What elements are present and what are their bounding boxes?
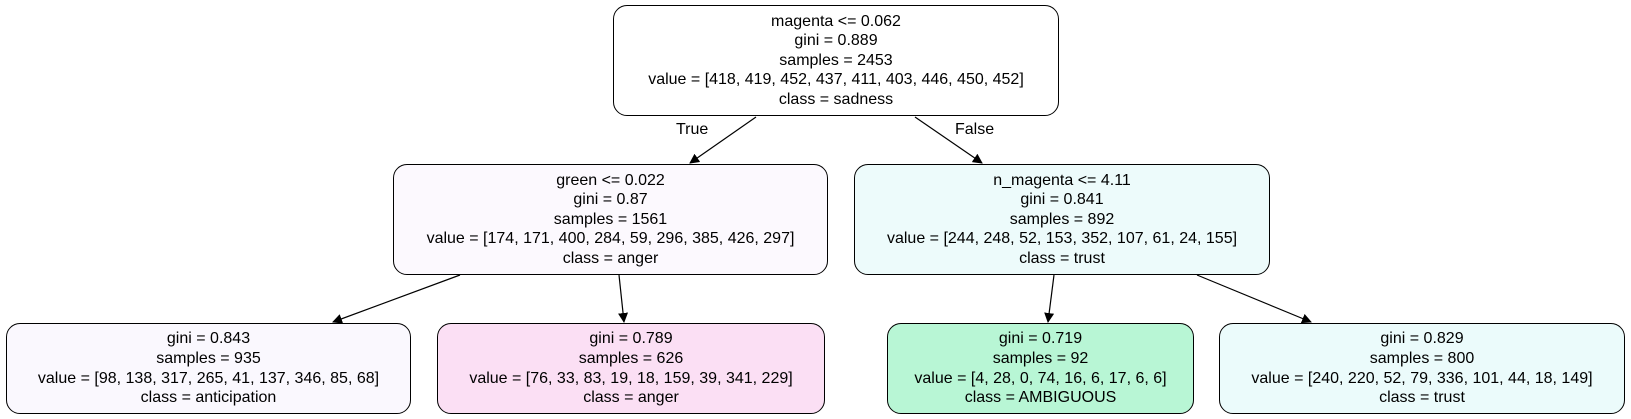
node-split: n_magenta <= 4.11 [993, 171, 1131, 189]
node-samples: samples = 800 [1369, 349, 1475, 367]
edge-left-leaf1 [332, 274, 461, 324]
node-samples: samples = 935 [156, 349, 261, 367]
node-split: magenta <= 0.062 [771, 12, 901, 30]
tree-node-left: green <= 0.022 gini = 0.87 samples = 156… [393, 164, 828, 275]
node-gini: gini = 0.843 [166, 330, 251, 348]
node-gini: gini = 0.841 [1020, 191, 1104, 209]
node-samples: samples = 2453 [779, 51, 893, 69]
node-value: value = [76, 33, 83, 19, 18, 159, 39, 34… [469, 369, 793, 387]
edge-right-leaf3 [1044, 274, 1055, 323]
node-class: class = AMBIGUOUS [964, 389, 1117, 407]
tree-node-root: magenta <= 0.062 gini = 0.889 samples = … [613, 5, 1059, 116]
node-class: class = anticipation [140, 389, 277, 407]
edge-label-true: True [676, 121, 709, 138]
node-gini: gini = 0.719 [998, 330, 1083, 348]
edge-left-leaf2 [618, 274, 629, 323]
node-class: class = anger [562, 249, 659, 267]
node-value: value = [240, 220, 52, 79, 336, 101, 44,… [1251, 369, 1593, 387]
tree-node-leaf-1: gini = 0.843 samples = 935 value = [98, … [6, 323, 411, 414]
node-samples: samples = 92 [992, 349, 1089, 367]
edge-root-right [914, 116, 983, 164]
edge-right-leaf4 [1196, 274, 1312, 324]
node-samples: samples = 892 [1009, 210, 1115, 228]
tree-node-leaf-3: gini = 0.719 samples = 92 value = [4, 28… [887, 323, 1194, 414]
node-samples: samples = 1561 [553, 210, 668, 228]
node-class: class = sadness [778, 90, 894, 108]
node-gini: gini = 0.829 [1380, 330, 1464, 348]
node-value: value = [4, 28, 0, 74, 16, 6, 17, 6, 6] [914, 369, 1167, 387]
node-split: green <= 0.022 [556, 171, 665, 189]
node-samples: samples = 626 [578, 349, 684, 367]
node-class: class = trust [1379, 389, 1465, 407]
node-value: value = [418, 419, 452, 437, 411, 403, 4… [648, 71, 1024, 89]
edge-label-false: False [955, 121, 995, 138]
tree-node-leaf-4: gini = 0.829 samples = 800 value = [240,… [1219, 323, 1625, 414]
node-value: value = [174, 171, 400, 284, 59, 296, 38… [426, 230, 795, 248]
node-gini: gini = 0.87 [573, 191, 648, 209]
node-value: value = [98, 138, 317, 265, 41, 137, 346… [37, 369, 380, 387]
tree-node-leaf-2: gini = 0.789 samples = 626 value = [76, … [437, 323, 825, 414]
node-gini: gini = 0.889 [794, 32, 878, 50]
node-class: class = anger [583, 389, 679, 407]
node-class: class = trust [1019, 249, 1105, 267]
node-value: value = [244, 248, 52, 153, 352, 107, 61… [886, 230, 1238, 248]
tree-node-right: n_magenta <= 4.11 gini = 0.841 samples =… [854, 164, 1270, 275]
node-gini: gini = 0.789 [589, 330, 673, 348]
edge-root-left [689, 116, 757, 164]
